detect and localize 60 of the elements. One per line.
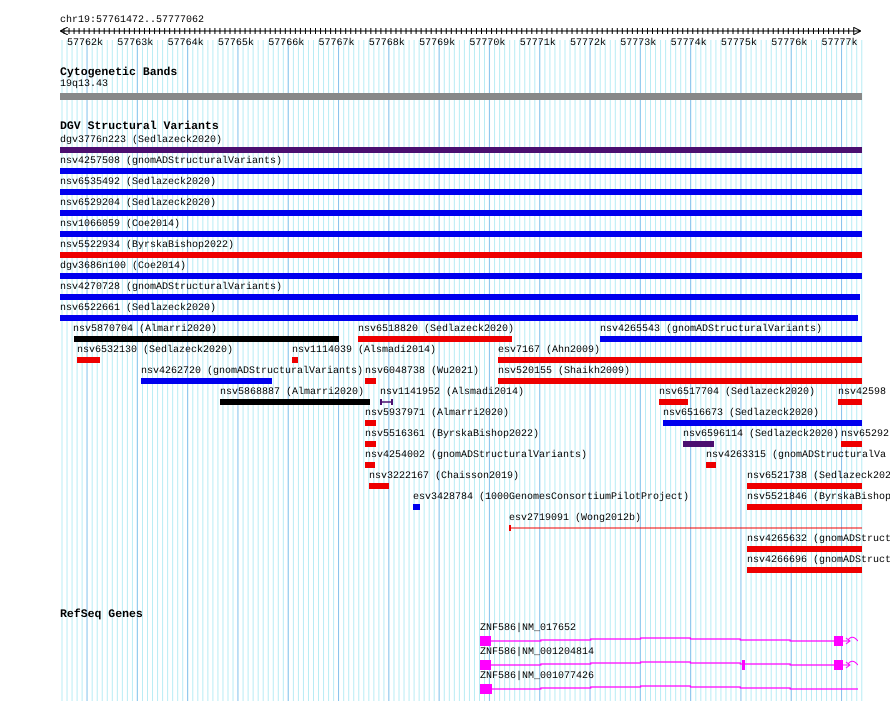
variant-label: nsv42598 <box>838 387 886 398</box>
variant-label: nsv4257508 (gnomADStructuralVariants) <box>60 156 282 167</box>
variant-label: nsv1114039 (Alsmadi2014) <box>292 345 436 356</box>
coordinate-tick-label: 57777k <box>822 38 858 49</box>
variant-label: esv2719091 (Wong2012b) <box>509 513 642 524</box>
variant-label: nsv6529204 (Sedlazeck2020) <box>60 198 216 209</box>
variant-label: nsv4263315 (gnomADStructuralVa <box>706 450 886 461</box>
transcript-label: ZNF586|NM_017652 <box>480 623 576 634</box>
variant-label: nsv6535492 (Sedlazeck2020) <box>60 177 216 188</box>
variant-label: nsv6517704 (Sedlazeck2020) <box>659 387 816 398</box>
variant-label: nsv4270728 (gnomADStructuralVariants) <box>60 282 282 293</box>
variant-label: nsv65292 <box>841 429 890 440</box>
coordinate-tick-label: 57770k <box>469 38 506 49</box>
variant-label: nsv5937971 (Almarri2020) <box>365 408 510 419</box>
coordinate-tick-label: 57773k <box>620 38 656 49</box>
variant-label: nsv4266696 (gnomADStruct <box>747 555 890 566</box>
coordinate-tick-label: 57763k <box>117 38 154 49</box>
variant-label: nsv4265632 (gnomADStruct <box>747 534 890 545</box>
coordinate-tick-label: 57767k <box>318 38 355 49</box>
variant-label: esv3428784 (1000GenomesConsortiumPilotProject) <box>413 492 690 503</box>
variant-label: dgv3686n100 (Coe2014) <box>60 261 186 272</box>
variant-label: nsv6532130 (Sedlazeck2020) <box>77 345 234 356</box>
variant-label: nsv6596114 (Sedlazeck2020) <box>683 429 840 440</box>
location-label: chr19:57761472..57777062 <box>60 15 204 26</box>
variant-label: nsv5870704 (Almarri2020) <box>73 324 218 335</box>
variant-label: nsv5521846 (ByrskaBishop <box>747 492 890 503</box>
coordinate-tick-label: 57776k <box>771 38 808 49</box>
variant-label: nsv6518820 (Sedlazeck2020) <box>358 324 514 335</box>
variant-label: nsv520155 (Shaikh2009) <box>498 366 630 377</box>
variant-label: nsv5522934 (ByrskaBishop2022) <box>60 240 234 251</box>
band-label: 19q13.43 <box>60 79 108 90</box>
transcript-label: ZNF586|NM_001077426 <box>480 671 594 682</box>
coordinate-tick-label: 57762k <box>67 38 104 49</box>
coordinate-tick-label: 57764k <box>168 38 204 49</box>
track-heading: RefSeq Genes <box>60 609 143 621</box>
coordinate-tick-label: 57774k <box>670 38 707 49</box>
variant-label: nsv4262720 (gnomADStructuralVariants) <box>141 366 364 377</box>
variant-label: nsv6522661 (Sedlazeck2020) <box>60 303 216 314</box>
variant-label: nsv4265543 (gnomADStructuralVariants) <box>600 324 822 335</box>
coordinate-tick-label: 57772k <box>570 38 606 49</box>
transcript-label: ZNF586|NM_001204814 <box>480 647 594 658</box>
coordinate-tick-label: 57768k <box>368 38 405 49</box>
track-heading: Cytogenetic Bands <box>60 67 178 79</box>
variant-label: nsv1141952 (Alsmadi2014) <box>380 387 524 398</box>
variant-label: nsv6048738 (Wu2021) <box>365 366 480 377</box>
variant-label: dgv3776n223 (Sedlazeck2020) <box>60 135 222 146</box>
variant-label: nsv1066059 (Coe2014) <box>60 219 180 230</box>
coordinate-tick-label: 57766k <box>268 38 304 49</box>
variant-label: nsv3222167 (Chaisson2019) <box>369 471 520 482</box>
coordinate-tick-label: 57775k <box>720 38 757 49</box>
track-heading: DGV Structural Variants <box>60 121 219 133</box>
variant-label: nsv6516673 (Sedlazeck2020) <box>663 408 820 419</box>
coordinate-tick-label: 57769k <box>419 38 456 49</box>
variant-label: nsv4254002 (gnomADStructuralVariants) <box>365 450 588 461</box>
variant-label: nsv5516361 (ByrskaBishop2022) <box>365 429 540 440</box>
coordinate-tick-label: 57771k <box>520 38 556 49</box>
coordinate-tick-label: 57765k <box>218 38 254 49</box>
variant-label: nsv6521738 (Sedlazeck202 <box>747 471 890 482</box>
variant-label: nsv5868887 (Almarri2020) <box>220 387 364 398</box>
variant-label: esv7167 (Ahn2009) <box>498 345 600 356</box>
